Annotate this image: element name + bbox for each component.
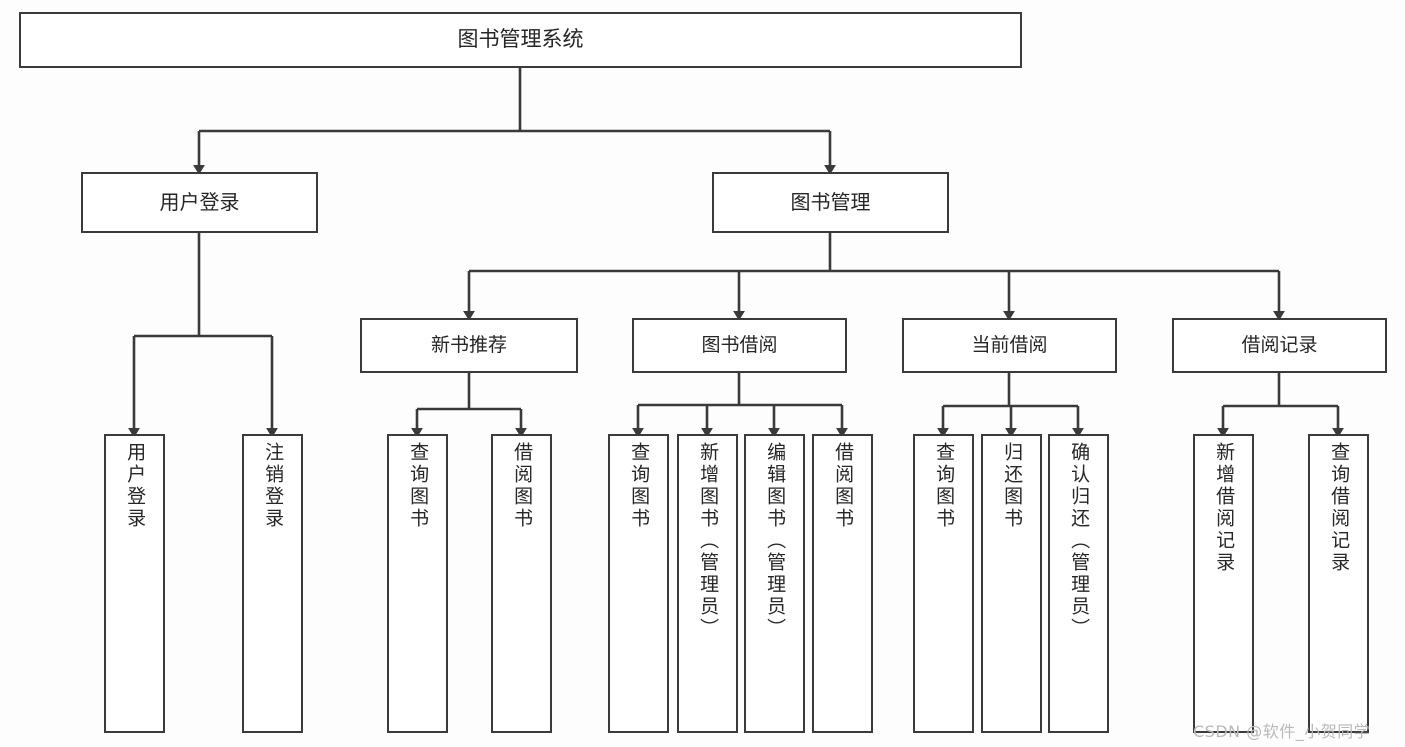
node-label: 注销登录 [262, 442, 285, 530]
node-label: 查询图书 [628, 442, 651, 530]
node-book-management[interactable]: 图书管理 [712, 172, 949, 233]
leaf-current-borrow-query-book[interactable]: 查询图书 [913, 434, 974, 733]
node-label: 查询借阅记录 [1328, 442, 1351, 574]
leaf-new-book-borrow-book[interactable]: 借阅图书 [491, 434, 552, 733]
node-label: 查询图书 [933, 442, 956, 530]
csdn-watermark: CSDN @软件_小贺同学 [1193, 722, 1371, 741]
leaf-book-borrow-borrow-book[interactable]: 借阅图书 [812, 434, 873, 733]
node-book-borrow[interactable]: 图书借阅 [632, 318, 847, 373]
node-label: 归还图书 [1001, 442, 1024, 530]
leaf-user-login-logout[interactable]: 注销登录 [242, 434, 303, 733]
node-new-book-recommend[interactable]: 新书推荐 [360, 318, 578, 373]
node-root-system[interactable]: 图书管理系统 [19, 12, 1022, 68]
node-label: 确认归还（管理员） [1068, 442, 1091, 640]
node-label: 查询图书 [407, 442, 430, 530]
node-label: 图书管理系统 [457, 27, 584, 52]
node-label: 借阅图书 [832, 442, 855, 530]
node-borrow-record[interactable]: 借阅记录 [1172, 318, 1387, 373]
leaf-new-book-query-book[interactable]: 查询图书 [387, 434, 448, 733]
node-label: 用户登录 [124, 442, 147, 530]
leaf-borrow-record-query-record[interactable]: 查询借阅记录 [1308, 434, 1369, 733]
node-label: 新增借阅记录 [1213, 442, 1236, 574]
leaf-book-borrow-query-book[interactable]: 查询图书 [608, 434, 669, 733]
node-label: 编辑图书（管理员） [764, 442, 787, 640]
leaf-current-borrow-confirm-return-admin[interactable]: 确认归还（管理员） [1048, 434, 1109, 733]
node-current-borrow[interactable]: 当前借阅 [902, 318, 1117, 373]
node-label: 借阅记录 [1241, 333, 1318, 356]
node-label: 用户登录 [159, 190, 240, 215]
node-label: 新增图书（管理员） [697, 442, 720, 640]
node-label: 当前借阅 [971, 333, 1048, 356]
node-label: 图书借阅 [701, 333, 778, 356]
leaf-book-borrow-add-book-admin[interactable]: 新增图书（管理员） [677, 434, 738, 733]
node-label: 新书推荐 [430, 333, 507, 356]
node-label: 图书管理 [790, 190, 871, 215]
node-label: 借阅图书 [511, 442, 534, 530]
leaf-book-borrow-edit-book-admin[interactable]: 编辑图书（管理员） [744, 434, 805, 733]
node-user-login[interactable]: 用户登录 [81, 172, 318, 233]
leaf-current-borrow-return-book[interactable]: 归还图书 [981, 434, 1042, 733]
leaf-user-login-login[interactable]: 用户登录 [104, 434, 165, 733]
leaf-borrow-record-add-record[interactable]: 新增借阅记录 [1193, 434, 1254, 733]
